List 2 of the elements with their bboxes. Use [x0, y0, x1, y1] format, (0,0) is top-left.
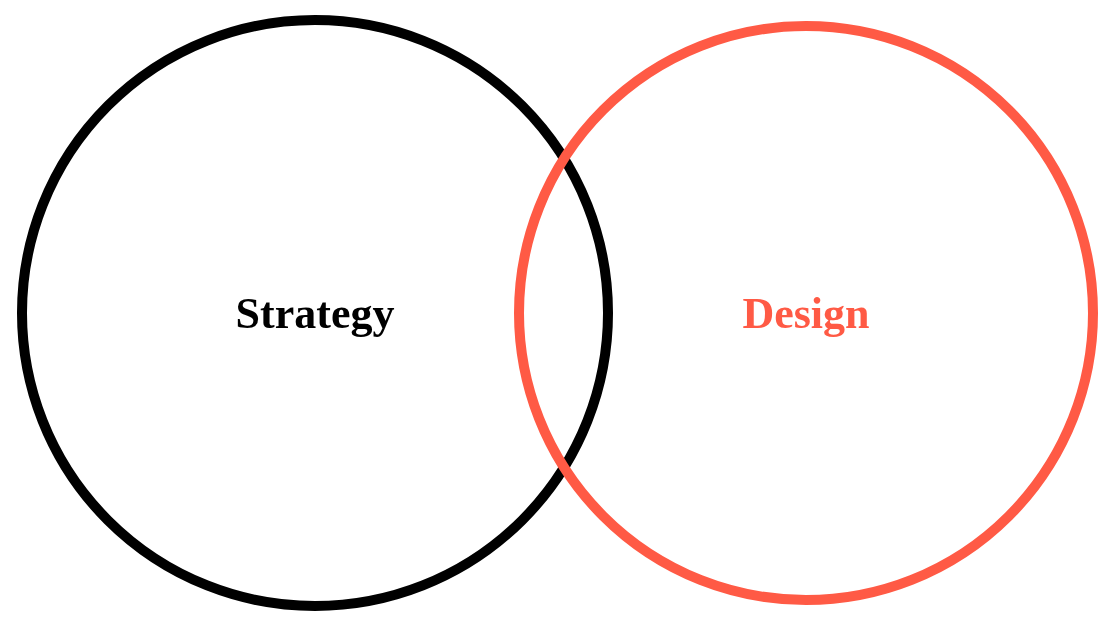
set-label: Strategy [235, 287, 395, 339]
set-label: Design [742, 287, 870, 339]
